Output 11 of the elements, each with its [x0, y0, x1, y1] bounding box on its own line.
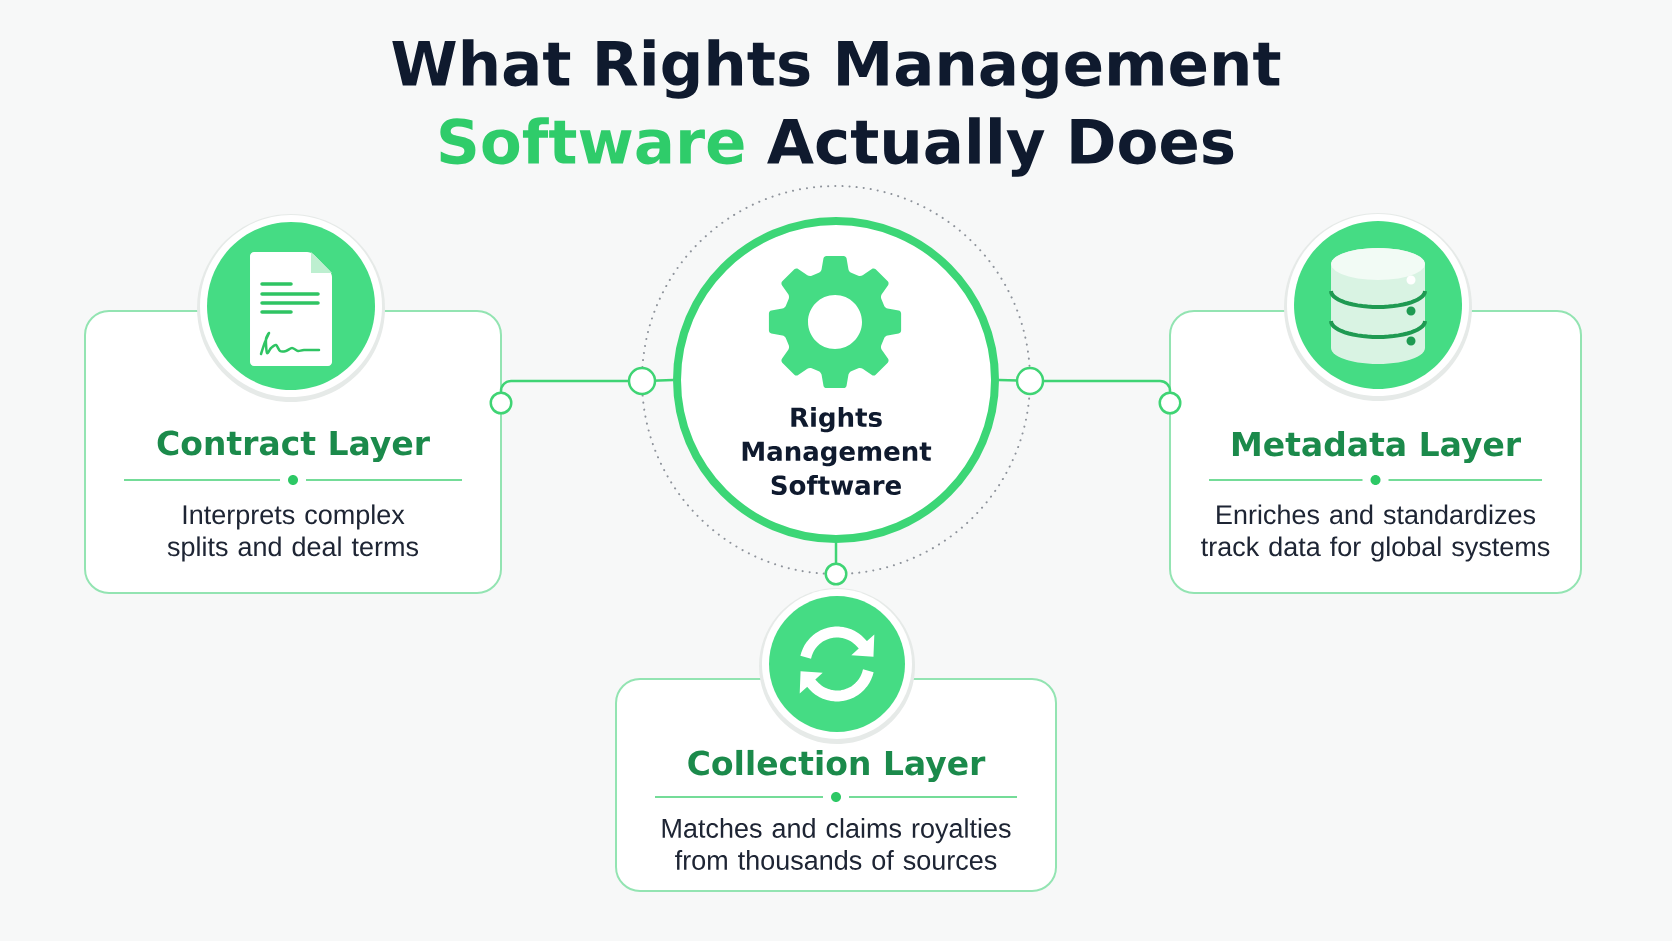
hub-label: Rights Management Software — [742, 406, 932, 496]
card-title: Collection Layer — [688, 749, 986, 783]
connector — [489, 378, 674, 415]
card-description: Interprets complex splits and deal terms — [167, 504, 419, 562]
card-title: Contract Layer — [157, 430, 430, 463]
connector — [824, 543, 848, 586]
connector — [998, 378, 1182, 415]
title: What Rights Management Software Actually Does — [392, 39, 1281, 177]
card-description: Enriches and standardizes track data for global systems — [1201, 504, 1550, 562]
card-description: Matches and claims royalties from thousands of sources — [662, 818, 1011, 870]
card-title: Metadata Layer — [1232, 430, 1521, 464]
